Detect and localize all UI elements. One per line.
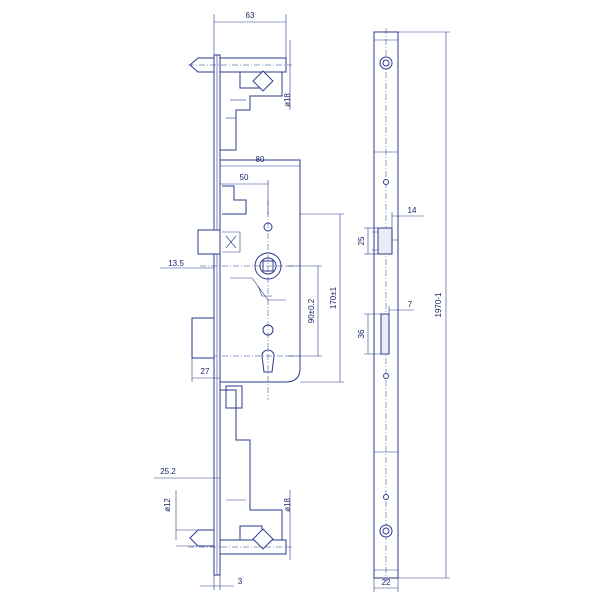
dim-170: 170±1 [329,286,338,309]
side-deadbolt [380,313,390,355]
dim-25-2: 25.2 [160,467,176,476]
side-hole-bottom-inner [382,527,390,535]
dim-1970: 1970-1 [434,292,443,317]
latch-cross [225,235,237,249]
bottom-bolt-body [219,539,287,555]
side-screw-3 [383,494,389,500]
latch [197,229,221,255]
side-screw-1 [383,179,389,185]
dim-13-5: 13.5 [168,259,184,268]
top-bolt-square [252,70,274,92]
bottom-bolt-square [252,528,274,550]
dim-bottom-dia: ø18 [283,498,292,512]
deadbolt [191,317,215,359]
dim-25: 25 [357,236,366,245]
dim-14: 14 [408,206,417,215]
dim-dia-12: ø12 [163,498,172,512]
dim-27: 27 [201,367,210,376]
dim-36: 36 [357,329,366,338]
lock-case [197,159,301,409]
side-view: 14 25 7 36 1970-1 22 [357,28,450,592]
dim-90: 90±0.2 [307,298,316,323]
latch-inner [222,231,241,253]
bottom-bolt-tip [189,529,215,547]
dim-top-dia: ø18 [283,93,292,107]
dim-7: 7 [408,300,413,309]
side-screw-2 [383,373,389,379]
lever-detail [257,285,272,297]
front-dimensions: 63 ø18 80 50 13.5 90±0.2 170±1 [154,11,344,590]
top-bolt-body [219,57,287,73]
side-hole-top-inner [382,59,390,67]
lever-line [230,277,286,301]
side-dimensions: 14 25 7 36 1970-1 22 [357,31,450,592]
side-latch-detail [372,231,398,251]
bottom-bolt-assembly [188,389,292,555]
top-bolt-assembly [188,57,292,151]
top-slot [222,185,247,215]
cylinder-hole [261,349,275,373]
dim-80: 80 [256,155,265,164]
front-view: 63 ø18 80 50 13.5 90±0.2 170±1 [154,11,344,590]
bottom-tongue [225,385,243,409]
dim-22: 22 [382,578,391,587]
side-latch [377,227,393,255]
top-bolt-bracket [220,71,283,151]
dim-63: 63 [246,11,255,20]
bottom-bolt-bracket [220,389,283,541]
dim-3: 3 [238,577,243,586]
dim-50: 50 [240,173,249,182]
